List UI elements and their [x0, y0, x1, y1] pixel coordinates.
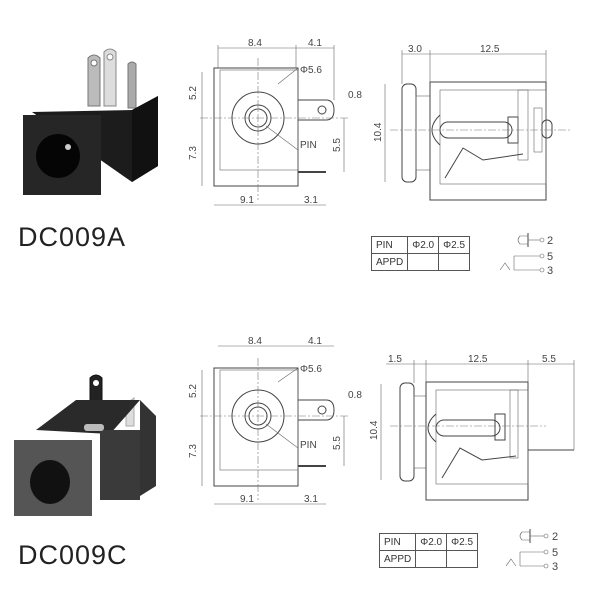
- pin-table-c: PIN Φ2.0 Φ2.5 APPD: [378, 533, 479, 568]
- dim-tab-hole-a: 0.8: [348, 90, 362, 101]
- dim-dia-a: Φ5.6: [300, 65, 322, 76]
- pin-table-header: Φ2.5: [438, 236, 471, 254]
- dim-height-c: 10.4: [369, 420, 380, 440]
- pin-label-a: PIN: [300, 140, 317, 151]
- dim-pin-offset-a: 5.5: [332, 138, 343, 152]
- dim-bottom-width-a: 9.1: [240, 195, 254, 206]
- dim-height-lower-a: 7.3: [188, 146, 199, 160]
- pin-table-cell: [446, 550, 479, 568]
- model-label-a: DC009A: [18, 222, 127, 252]
- dim-width-body-c: 8.4: [248, 336, 262, 347]
- svg-text:5: 5: [552, 547, 558, 559]
- dim-body-len-c: 12.5: [468, 354, 488, 365]
- dim-front-len-a: 3.0: [408, 44, 422, 55]
- pin-table-row-label: APPD: [378, 550, 417, 568]
- dim-height-upper-c: 5.2: [188, 384, 199, 398]
- dim-tab-hole-c: 0.8: [348, 390, 362, 401]
- pin-table-a: PIN Φ2.0 Φ2.5 APPD: [370, 236, 471, 271]
- dim-height-lower-c: 7.3: [188, 444, 199, 458]
- dim-dia-c: Φ5.6: [300, 364, 322, 375]
- svg-text:2: 2: [547, 235, 553, 247]
- dim-bottom-tab-c: 3.1: [304, 494, 318, 505]
- dim-height-a: 10.4: [373, 122, 384, 142]
- pin-label-c: PIN: [300, 440, 317, 451]
- model-label-c: DC009C: [18, 540, 128, 570]
- dim-bottom-width-c: 9.1: [240, 494, 254, 505]
- svg-text:3: 3: [552, 561, 558, 573]
- dim-width-tab-c: 4.1: [308, 336, 322, 347]
- dim-body-len-a: 12.5: [480, 44, 500, 55]
- svg-text:5: 5: [547, 251, 553, 263]
- svg-text:2: 2: [552, 531, 558, 543]
- dim-width-tab-a: 4.1: [308, 38, 322, 49]
- pin-table-row-label: APPD: [370, 253, 409, 271]
- svg-text:3: 3: [547, 265, 553, 277]
- dim-bottom-tab-a: 3.1: [304, 195, 318, 206]
- pin-table-cell: [438, 253, 471, 271]
- dim-width-body-a: 8.4: [248, 38, 262, 49]
- dim-height-upper-a: 5.2: [188, 86, 199, 100]
- dim-front-len-c: 1.5: [388, 354, 402, 365]
- dim-tail-len-c: 5.5: [542, 354, 556, 365]
- dim-pin-offset-c: 5.5: [332, 436, 343, 450]
